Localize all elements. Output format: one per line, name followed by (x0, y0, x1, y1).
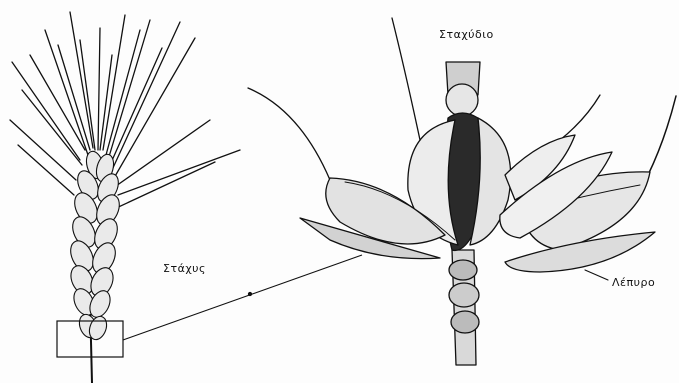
label-glume: Λέπυρο (612, 276, 655, 289)
label-spikelet: Σταχύδιο (439, 28, 494, 41)
enlarged-spikelet (248, 18, 676, 365)
right-awn (648, 96, 676, 175)
wheat-ear (10, 12, 240, 383)
label-spike: Στάχυς (163, 262, 206, 275)
awns (10, 12, 240, 210)
left-glume-awn (248, 88, 330, 180)
callout-connector (123, 255, 362, 340)
